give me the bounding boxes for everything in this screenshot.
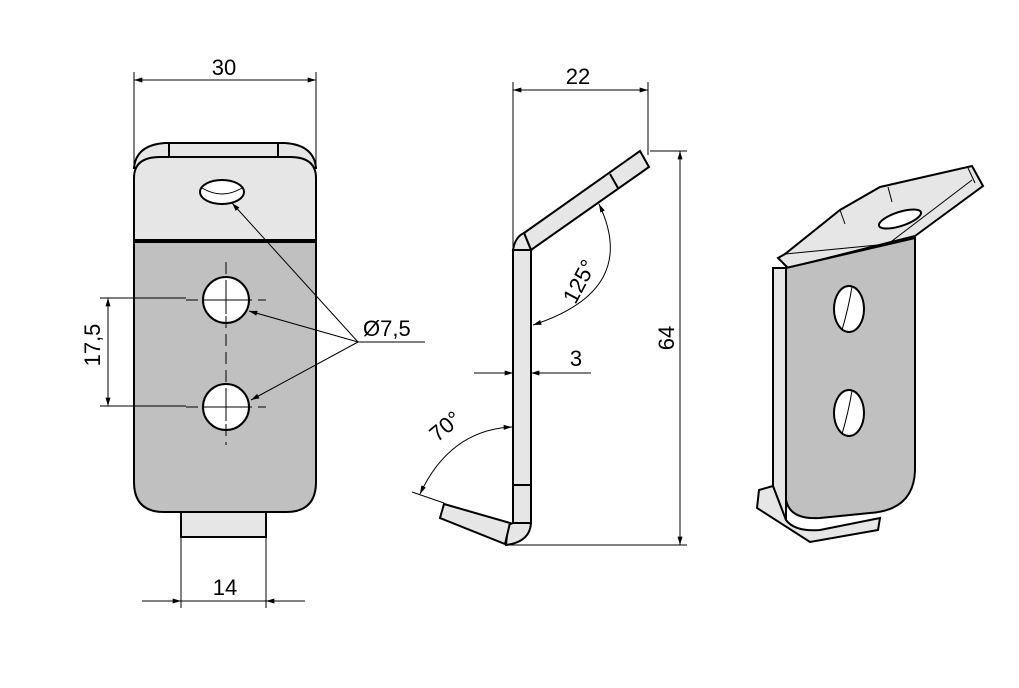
iso-hole-upper bbox=[833, 285, 865, 333]
slot-hole bbox=[199, 179, 245, 205]
center-lines bbox=[186, 262, 266, 445]
angle-top: 125° bbox=[558, 256, 601, 308]
dim-tab-width: 14 bbox=[213, 575, 237, 600]
dim-hole-diameter: Ø7,5 bbox=[363, 316, 411, 341]
angle-bottom: 70° bbox=[424, 406, 466, 447]
dim-width: 30 bbox=[212, 55, 236, 80]
iso-hole-lower bbox=[833, 389, 865, 437]
dim-depth: 22 bbox=[566, 64, 590, 89]
side-view: 22 64 3 125° 70° bbox=[411, 64, 687, 547]
iso-plate bbox=[785, 236, 916, 520]
dim-thickness: 3 bbox=[570, 346, 582, 371]
bottom-flange bbox=[438, 502, 512, 546]
dim-height: 64 bbox=[654, 326, 679, 350]
dim-hole-spacing: 17,5 bbox=[80, 324, 105, 367]
vertical-web bbox=[512, 249, 532, 524]
top-flange bbox=[522, 149, 651, 252]
iso-slot-hole bbox=[877, 208, 923, 230]
isometric-view bbox=[755, 164, 985, 544]
front-plate bbox=[133, 239, 317, 513]
iso-bottom-flange bbox=[755, 484, 882, 544]
front-view: 30 14 17,5 Ø7,5 bbox=[80, 55, 425, 608]
